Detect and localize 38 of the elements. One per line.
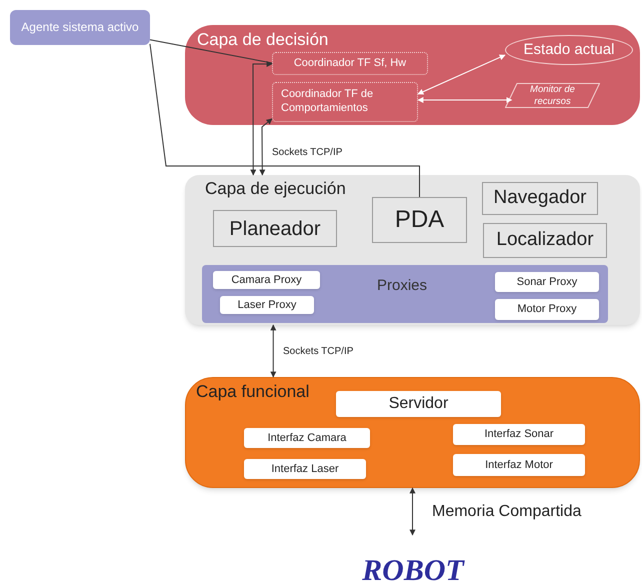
layer-heading: Capa funcional [196,383,310,400]
parallelogram-box: Monitor de recursos [505,83,600,108]
state-ellipse: Estado actual [505,35,633,65]
module-box: Navegador [482,182,598,215]
layer-heading: Proxies [377,276,428,296]
module-box: Servidor [336,391,501,417]
arrow [270,324,276,378]
module-box: Interfaz Laser [244,459,366,479]
module-box: PDA [372,197,467,243]
arrow [250,60,273,176]
connector-line [150,39,272,64]
module-box: Planeador [213,210,337,247]
module-box: Motor Proxy [495,299,599,320]
actor-box: Agente sistema activo [10,10,150,45]
layer-panel [185,175,640,325]
module-box: Interfaz Camara [244,428,370,448]
connector-line [150,43,420,198]
layer-heading: Capa de decisión [197,31,328,48]
layer-panel [185,25,640,125]
edge-label: Sockets TCP/IP [283,345,354,359]
process-box: Coordinador TF de Comportamientos [272,82,418,122]
layer-heading: Capa de ejecución [205,180,346,197]
module-box: Interfaz Motor [453,454,585,476]
layer-panel [185,377,640,488]
edge-label: Sockets TCP/IP [272,146,342,160]
arrow [417,54,506,95]
process-box: Coordinador TF Sf, Hw [272,52,428,75]
arrow [259,118,272,176]
module-box: Camara Proxy [213,271,320,289]
edge-label: Memoria Compartida [432,502,582,522]
module-box: Sonar Proxy [495,272,599,292]
module-box: Localizador [483,223,607,258]
arrow [410,487,416,536]
module-band [202,265,608,323]
module-box: Laser Proxy [220,296,314,314]
module-box: Interfaz Sonar [453,424,585,445]
caption-text: ROBOT [361,553,466,585]
arrow [417,97,512,103]
